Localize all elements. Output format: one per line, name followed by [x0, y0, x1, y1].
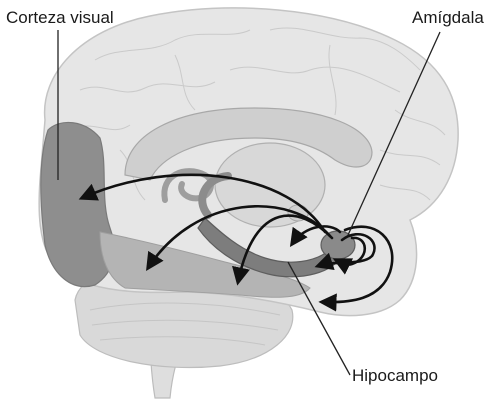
- visual-cortex-label: Corteza visual: [6, 9, 114, 26]
- hippocampus-label: Hipocampo: [352, 367, 438, 384]
- thalamus: [215, 143, 325, 227]
- amygdala-label: Amígdala: [412, 9, 484, 26]
